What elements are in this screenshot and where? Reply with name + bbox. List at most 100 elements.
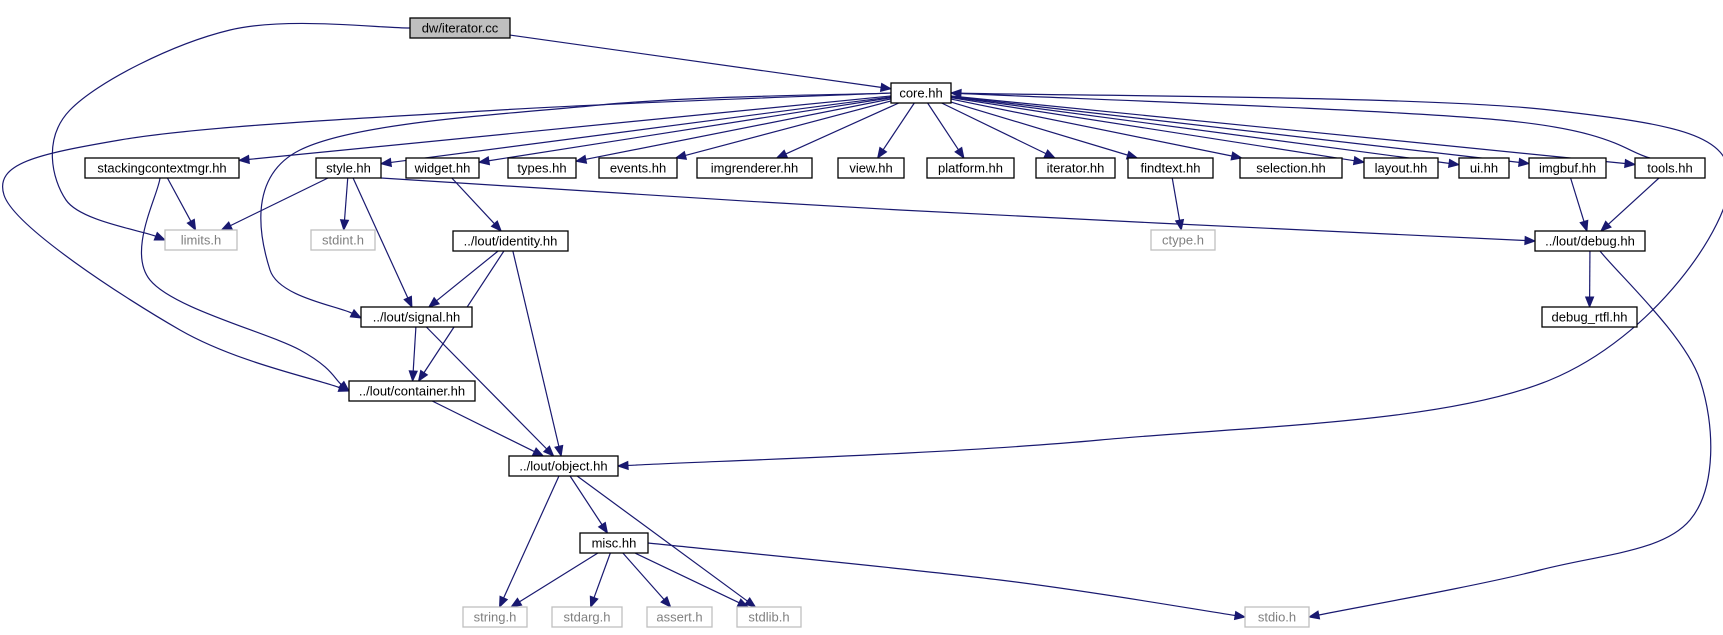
node-imgrenderer[interactable]: imgrenderer.hh: [696, 157, 813, 179]
arrow-head-icon: [337, 380, 351, 392]
edge-core-to-ui: [950, 96, 1461, 168]
edge-widget-to-identity: [451, 177, 503, 232]
arrow-head-icon: [660, 595, 672, 609]
node-label: imgrenderer.hh: [711, 161, 798, 176]
edge-stackingcontextmgr-to-container: [140, 177, 351, 392]
edge-identity-to-object: [512, 250, 564, 458]
arrow-head-icon: [531, 447, 545, 457]
arrow-head-icon: [1307, 610, 1321, 620]
edge-misc-to-string: [509, 552, 599, 608]
node-imgbuf[interactable]: imgbuf.hh: [1528, 157, 1607, 179]
edge-line: [519, 552, 599, 603]
node-label: limits.h: [181, 233, 221, 248]
node-stdio: stdio.h: [1244, 606, 1310, 628]
node-iterator-hh[interactable]: iterator.hh: [1035, 157, 1116, 179]
edge-line: [960, 92, 1651, 159]
arrow-head-icon: [954, 146, 965, 160]
node-box: [598, 157, 678, 179]
edge-core-to-view: [876, 102, 915, 160]
edge-style-to-debug: [380, 177, 1537, 246]
node-label: style.hh: [326, 161, 371, 176]
arrow-head-icon: [237, 154, 250, 165]
node-box: [579, 532, 649, 554]
edge-identity-to-signal: [427, 250, 499, 308]
node-stackingcontextmgr[interactable]: stackingcontextmgr.hh: [84, 157, 240, 179]
node-label: view.hh: [849, 161, 892, 176]
node-selection[interactable]: selection.hh: [1239, 157, 1343, 179]
node-label: ../lout/object.hh: [519, 459, 607, 474]
edge-line: [512, 250, 560, 447]
node-ui[interactable]: ui.hh: [1458, 157, 1510, 179]
edge-core-to-widget: [477, 97, 892, 166]
node-style[interactable]: style.hh: [315, 157, 382, 179]
edge-line: [248, 95, 892, 161]
node-box: [348, 380, 476, 402]
edge-line: [647, 542, 1236, 617]
node-tools[interactable]: tools.hh: [1634, 157, 1706, 179]
node-object[interactable]: ../lout/object.hh: [508, 455, 619, 477]
node-iterator-cc[interactable]: dw/iterator.cc: [409, 17, 511, 39]
node-label: ../lout/container.hh: [359, 384, 465, 399]
node-container[interactable]: ../lout/container.hh: [348, 380, 476, 402]
arrow-head-icon: [1447, 158, 1461, 168]
node-box: [409, 17, 511, 39]
node-label: dw/iterator.cc: [422, 21, 499, 36]
node-box: [315, 157, 382, 179]
edge-signal-to-container: [408, 326, 418, 383]
node-types[interactable]: types.hh: [507, 157, 577, 179]
edge-style-to-limits: [220, 177, 329, 231]
node-identity[interactable]: ../lout/identity.hh: [452, 230, 569, 252]
node-box: [646, 606, 713, 628]
edge-line: [950, 101, 1128, 156]
edge-line: [1570, 177, 1585, 222]
node-label: selection.hh: [1256, 161, 1325, 176]
node-label: layout.hh: [1375, 161, 1428, 176]
node-label: types.hh: [517, 161, 566, 176]
edge-line: [390, 96, 892, 164]
node-debug[interactable]: ../lout/debug.hh: [1534, 230, 1646, 252]
node-events[interactable]: events.hh: [598, 157, 678, 179]
node-view[interactable]: view.hh: [837, 157, 905, 179]
node-signal[interactable]: ../lout/signal.hh: [360, 306, 473, 328]
node-debug-rtfl[interactable]: debug_rtfl.hh: [1541, 306, 1638, 328]
edge-line: [230, 177, 329, 227]
arrow-head-icon: [574, 154, 588, 164]
edge-line: [882, 102, 915, 151]
node-platform[interactable]: platform.hh: [926, 157, 1015, 179]
edge-line: [593, 552, 611, 598]
edge-core-to-platform: [927, 102, 965, 160]
node-label: stdint.h: [322, 233, 364, 248]
edges-layer: [2, 22, 1723, 621]
edge-line: [503, 475, 560, 599]
edge-core-to-tools: [950, 95, 1637, 169]
arrow-head-icon: [477, 155, 491, 166]
node-findtext[interactable]: findtext.hh: [1127, 157, 1214, 179]
edge-line: [950, 97, 1355, 162]
edge-misc-to-stdlib: [634, 552, 750, 608]
node-label: stdlib.h: [748, 610, 789, 625]
node-label: platform.hh: [938, 161, 1003, 176]
edge-line: [576, 475, 748, 602]
arrow-head-icon: [379, 157, 393, 168]
arrow-head-icon: [490, 220, 503, 232]
arrow-head-icon: [349, 308, 363, 319]
node-box: [1150, 229, 1216, 251]
node-label: ctype.h: [1162, 233, 1204, 248]
edge-line: [622, 552, 665, 600]
node-widget[interactable]: widget.hh: [405, 157, 480, 179]
node-ctype: ctype.h: [1150, 229, 1216, 251]
edge-line: [685, 100, 892, 157]
node-assert: assert.h: [646, 606, 713, 628]
node-label: assert.h: [656, 610, 702, 625]
node-box: [84, 157, 240, 179]
edge-core-to-stackingcontextmgr: [237, 95, 892, 165]
edge-line: [569, 475, 603, 525]
edge-object-to-misc: [569, 475, 609, 535]
node-layout[interactable]: layout.hh: [1363, 157, 1439, 179]
node-label: ui.hh: [1470, 161, 1498, 176]
node-core[interactable]: core.hh: [890, 82, 952, 104]
node-misc[interactable]: misc.hh: [579, 532, 649, 554]
edge-debug-to-stdio: [1307, 250, 1712, 620]
node-box: [1634, 157, 1706, 179]
node-label: stdarg.h: [564, 610, 611, 625]
